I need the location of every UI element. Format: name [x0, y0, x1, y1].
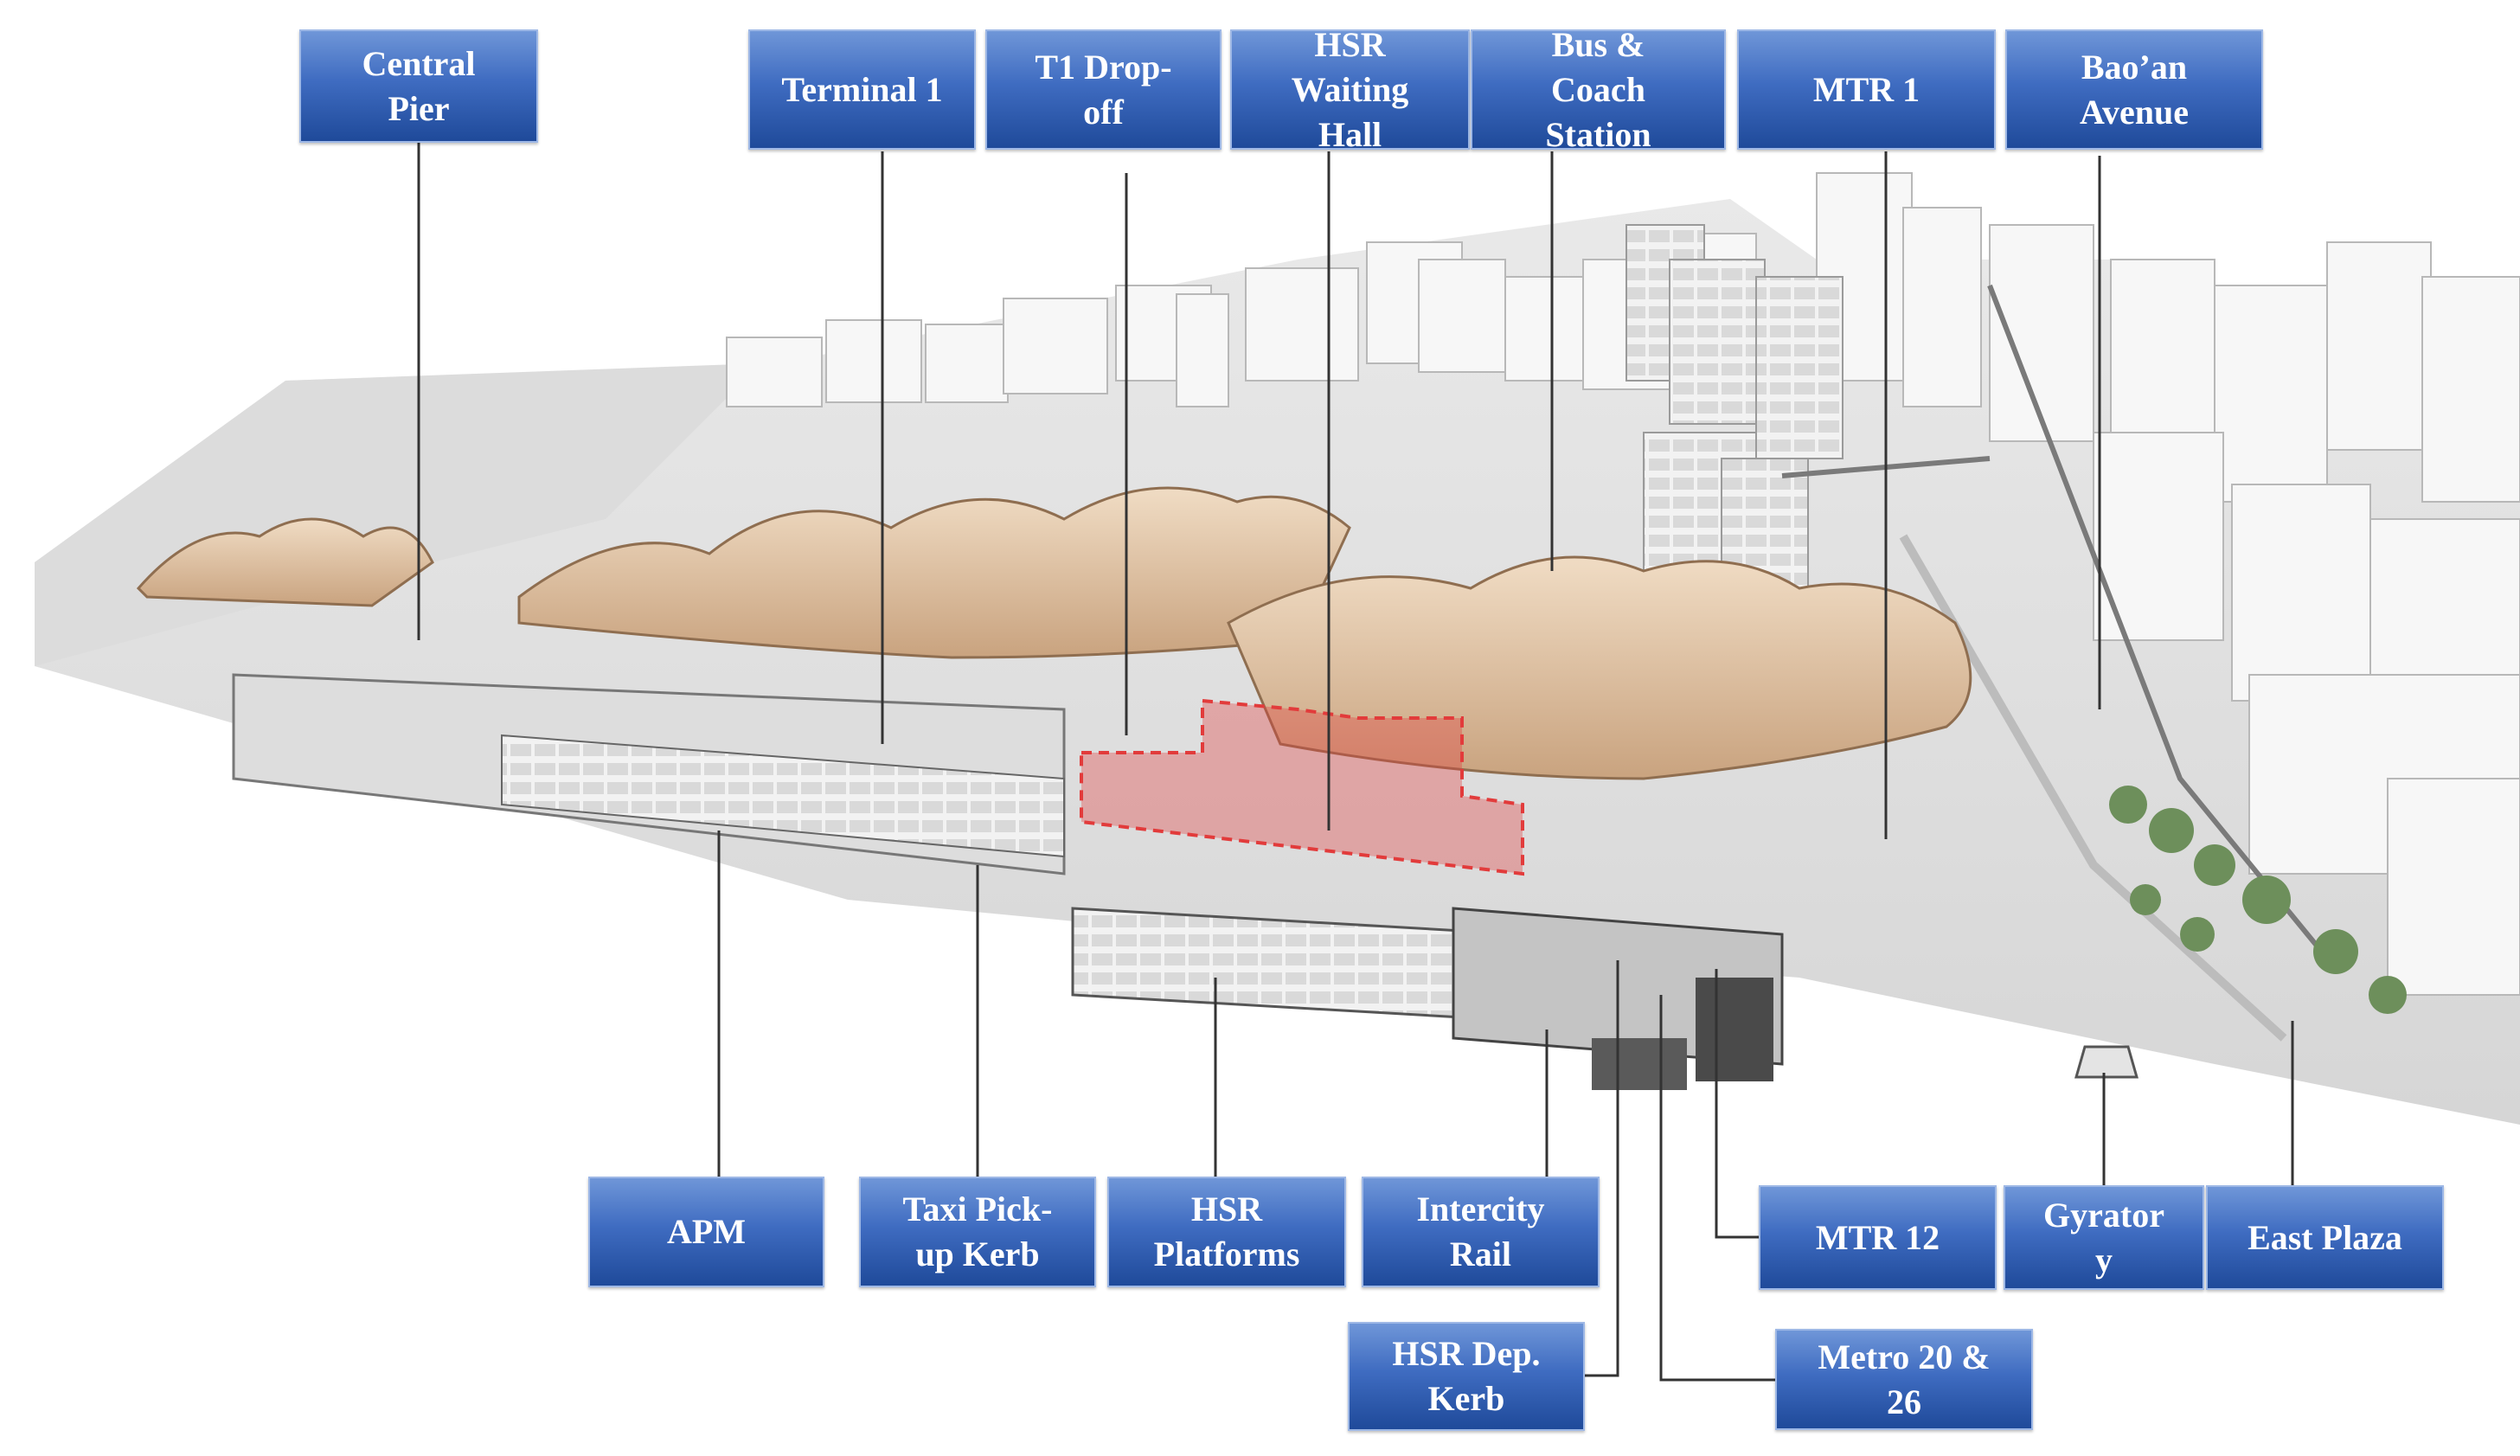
- label-gyratory: Gyrator y: [2004, 1185, 2204, 1290]
- label-hsr-dep-kerb: HSR Dep. Kerb: [1348, 1322, 1585, 1431]
- label-intercity-rail: Intercity Rail: [1362, 1177, 1600, 1287]
- label-bus-coach-station: Bus & Coach Station: [1471, 29, 1726, 150]
- station-sections: [232, 673, 1784, 1090]
- terminal-roofs: [136, 486, 1972, 780]
- label-mtr-12: MTR 12: [1759, 1185, 1997, 1290]
- label-baoan-avenue: Bao’an Avenue: [2005, 29, 2263, 150]
- label-hsr-waiting-hall: HSR Waiting Hall: [1230, 29, 1470, 150]
- label-terminal-1: Terminal 1: [748, 29, 976, 150]
- label-taxi-pickup-kerb: Taxi Pick- up Kerb: [859, 1177, 1096, 1287]
- leader-hsr-dep-kerb: [1585, 960, 1619, 1377]
- leader-lines: [417, 143, 2294, 1382]
- hsr-waiting-hall-highlight: [1080, 698, 1524, 876]
- leader-metro-20-26: [1659, 995, 1775, 1382]
- label-central-pier: Central Pier: [299, 29, 538, 143]
- label-metro-20-26: Metro 20 & 26: [1775, 1329, 2033, 1430]
- gyratory-structure: [2074, 1045, 2138, 1079]
- east-plaza-landscape: [2109, 786, 2407, 1014]
- label-mtr-1: MTR 1: [1737, 29, 1996, 150]
- leader-mtr-12: [1715, 969, 1759, 1239]
- label-east-plaza: East Plaza: [2206, 1185, 2444, 1290]
- label-hsr-platforms: HSR Platforms: [1107, 1177, 1346, 1287]
- label-apm: APM: [588, 1177, 824, 1287]
- city-blocks: [726, 172, 2520, 996]
- label-t1-dropoff: T1 Drop- off: [985, 29, 1222, 150]
